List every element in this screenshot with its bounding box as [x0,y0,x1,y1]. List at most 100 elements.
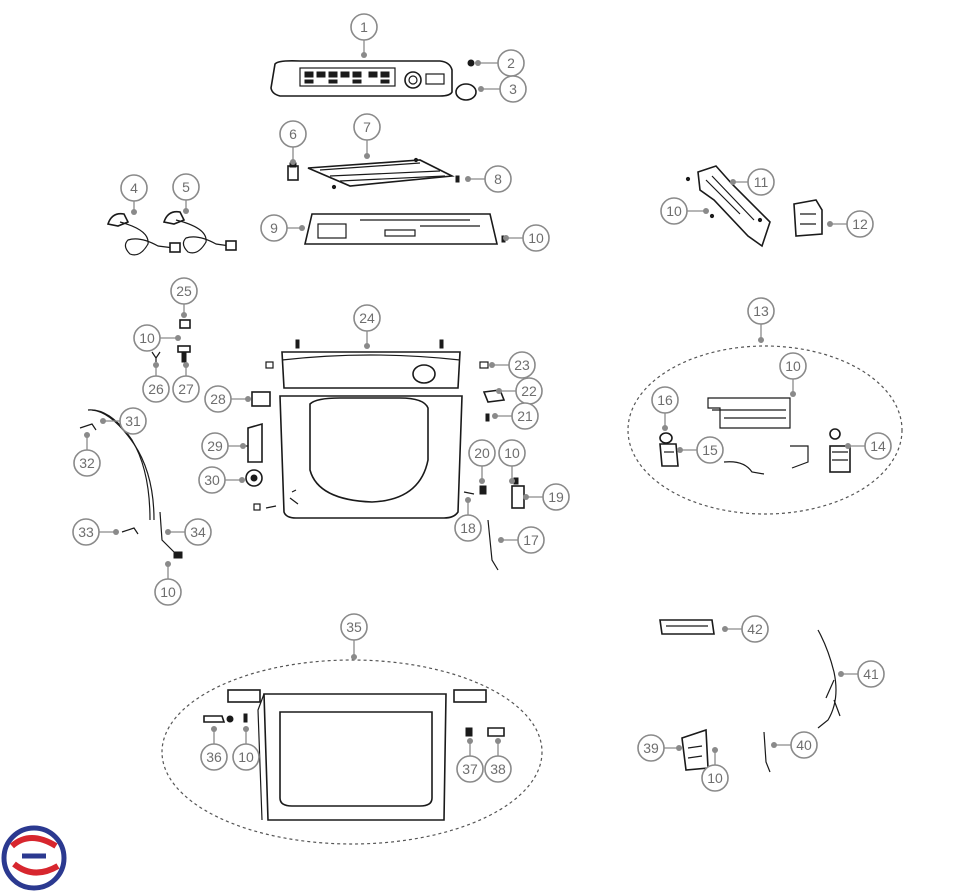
callout-24: 24 [353,304,381,349]
callout-dot [495,738,501,744]
callout-circle [651,386,679,414]
callout-dot [677,447,683,453]
callout-number: 18 [460,520,476,536]
callout-28: 28 [204,385,251,413]
part-rod-40 [763,731,771,773]
callout-dot [183,362,189,368]
part-hose-4 [106,212,181,256]
callout-circle [542,483,570,511]
part-knob-ring [455,83,477,101]
callout-36: 36 [200,726,228,771]
callout-13: 13 [747,297,775,343]
callout-dot [503,235,509,241]
callout-circle [499,75,527,103]
callout-42: 42 [722,615,769,643]
callout-number: 10 [504,445,520,461]
callout-number: 11 [754,174,769,190]
callout-25: 25 [170,277,198,318]
callout-15: 15 [677,436,724,464]
callout-10: 10 [503,224,550,252]
part-rod-17 [487,519,499,571]
callout-number: 24 [359,310,375,326]
callout-circle [120,174,148,202]
part-seal-16 [659,432,673,444]
callout-dot [100,418,106,424]
callout-27: 27 [172,362,200,403]
callout-number: 10 [238,749,254,765]
callout-dot [245,396,251,402]
callout-dot [498,537,504,543]
part-27 [177,345,191,363]
callout-circle [522,224,550,252]
callout-dot [239,477,245,483]
callout-circle [779,352,807,380]
callout-dot [290,159,296,165]
callout-dot [364,343,370,349]
callout-dot [489,362,495,368]
callout-dot [509,478,515,484]
callout-dot [467,738,473,744]
callout-number: 16 [657,392,673,408]
group-35-ellipse [161,659,543,845]
callout-dot [730,179,736,185]
callout-circle [790,731,818,759]
part-pump-15 [659,443,679,467]
callout-number: 10 [666,203,682,219]
callout-circle [353,304,381,332]
callout-number: 37 [462,761,478,777]
callout-dot [165,561,171,567]
callout-circle [517,526,545,554]
callout-number: 3 [509,81,517,97]
callout-circle [864,432,892,460]
callout-number: 10 [707,770,723,786]
part-valve-14 [829,428,851,473]
callout-number: 10 [528,230,544,246]
part-hinge-36 [203,715,234,723]
callout-circle [637,734,665,762]
callout-circle [201,432,229,460]
callout-number: 1 [360,19,368,35]
callout-circle [511,402,539,430]
callout-circle [660,197,688,225]
part-18 [463,491,475,495]
callout-dot [479,478,485,484]
callout-16: 16 [651,386,679,431]
part-lid-35 [227,689,487,821]
callout-circle [170,277,198,305]
callout-dot [240,443,246,449]
callout-number: 15 [702,442,718,458]
callout-dot [492,413,498,419]
callout-circle [340,613,368,641]
part-knob-small [467,59,475,67]
callout-dot [722,626,728,632]
callout-number: 4 [130,180,138,196]
callout-38: 38 [484,738,512,783]
callout-dot [181,312,187,318]
callout-29: 29 [201,432,246,460]
callout-12: 12 [827,210,874,238]
part-hose-5 [162,210,237,254]
part-26 [151,351,161,362]
part-sensor-34 [159,511,183,559]
callout-dot [703,208,709,214]
callout-dot [243,726,249,732]
callout-number: 40 [796,737,812,753]
part-dispenser-11 [685,165,771,248]
callout-35: 35 [340,613,368,660]
callout-circle [468,439,496,467]
callout-10: 10 [498,439,526,484]
part-hose-13b [790,445,809,469]
callout-33: 33 [72,518,119,546]
part-clip-32 [79,423,97,431]
callout-number: 2 [507,55,515,71]
callout-circle [701,764,729,792]
callout-21: 21 [492,402,539,430]
callout-number: 17 [523,532,539,548]
callout-dot [113,529,119,535]
callout-number: 38 [490,761,506,777]
callout-circle [857,660,885,688]
callout-34: 34 [165,518,212,546]
callout-number: 30 [204,472,220,488]
